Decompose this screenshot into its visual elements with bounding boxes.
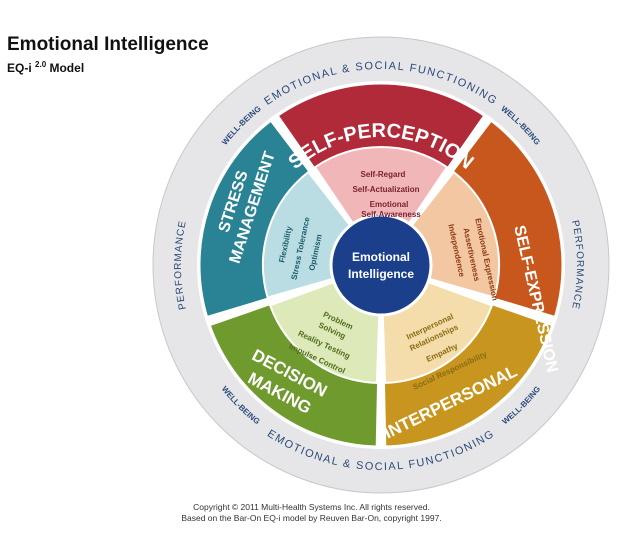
center-label-line1: Emotional — [352, 250, 410, 264]
page-subtitle: EQ-i 2.0 Model — [7, 60, 84, 75]
subscale-segment-self-perception — [313, 146, 449, 267]
subtitle-suffix: Model — [49, 61, 85, 75]
subscale-emotional: Emotional — [370, 200, 409, 209]
eq-wheel-diagram: Emotional Intelligence EMOTIONAL & SOCIA… — [152, 36, 610, 494]
copyright-line2: Based on the Bar-On EQ-i model by Reuven… — [181, 513, 442, 523]
subscale-self-awareness: Self-Awareness — [361, 210, 421, 219]
subtitle-version: 2.0 — [35, 60, 47, 69]
subtitle-prefix: EQ-i — [7, 61, 32, 75]
copyright-line1: Copyright © 2011 Multi-Health Systems In… — [193, 502, 430, 512]
center-circle — [329, 213, 433, 317]
subscale-self-actualization: Self-Actualization — [352, 185, 419, 194]
center-label-line2: Intelligence — [348, 267, 414, 281]
subscale-self-regard: Self-Regard — [361, 170, 406, 179]
page-title: Emotional Intelligence — [7, 34, 209, 55]
ring-label-left: PERFORMANCE — [173, 219, 189, 310]
copyright-notice: Copyright © 2011 Multi-Health Systems In… — [0, 502, 623, 524]
ring-label-right: PERFORMANCE — [569, 219, 585, 310]
